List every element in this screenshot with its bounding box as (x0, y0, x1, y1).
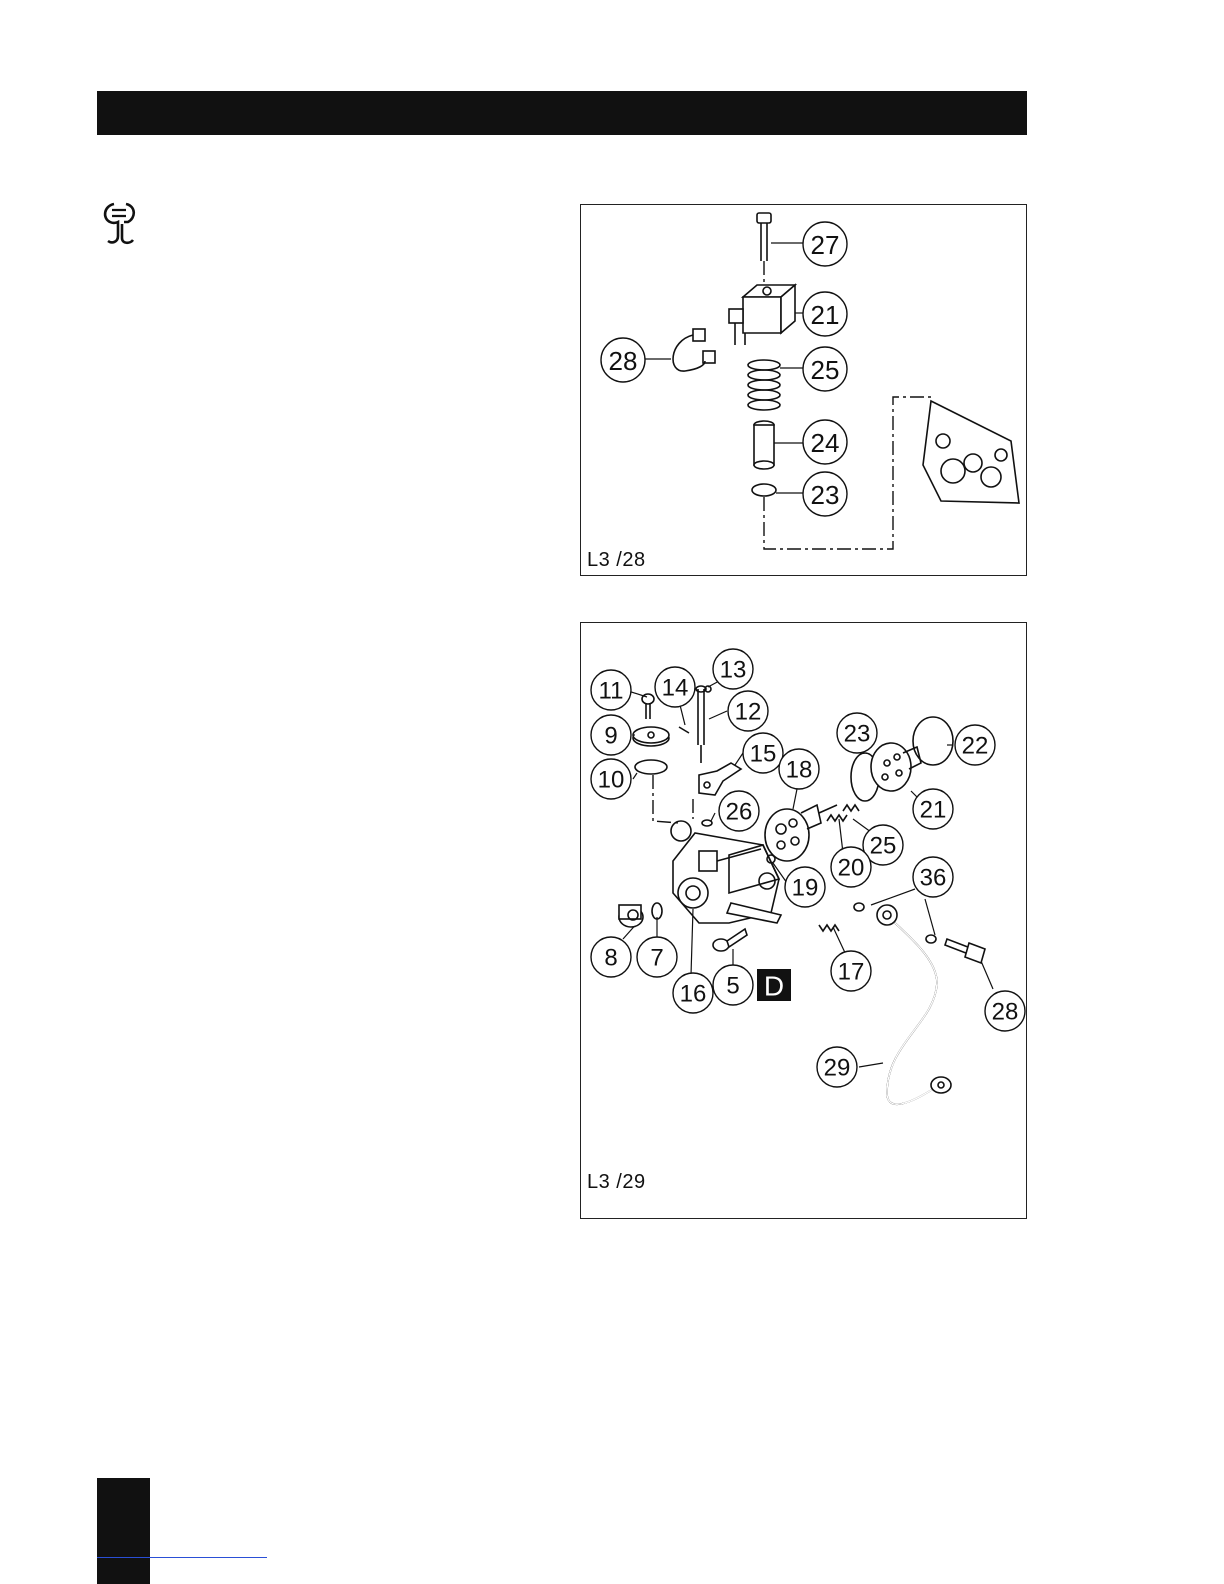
callout-27: 27 (803, 222, 847, 266)
solenoid-coil-part (729, 285, 795, 345)
callout-24: 24 (803, 420, 847, 464)
svg-text:16: 16 (680, 981, 707, 1008)
callout-21: 21 (913, 789, 953, 829)
callout-5: 5 (713, 965, 753, 1005)
figure-label: L3 /29 (587, 1171, 646, 1194)
svg-text:D: D (764, 971, 784, 1002)
figure-l3-29: 13 11 14 12 9 15 10 18 23 22 26 21 25 19… (580, 622, 1027, 1219)
callout-36: 36 (913, 857, 953, 897)
figure-label: L3 /28 (587, 549, 646, 572)
svg-text:19: 19 (792, 875, 819, 902)
svg-text:25: 25 (870, 833, 897, 860)
svg-text:15: 15 (750, 741, 777, 768)
callout-23: 23 (803, 472, 847, 516)
callout-21: 21 (803, 292, 847, 336)
callout-20: 20 (831, 847, 871, 887)
svg-text:18: 18 (786, 757, 813, 784)
spring-part (748, 360, 780, 410)
o-ring-part (752, 484, 776, 496)
svg-text:10: 10 (598, 767, 625, 794)
washer-part (702, 820, 712, 826)
svg-text:13: 13 (720, 657, 747, 684)
callout-19: 19 (785, 867, 825, 907)
fuel-pipe-part (854, 903, 985, 1104)
svg-text:20: 20 (838, 855, 865, 882)
callout-26: 26 (719, 791, 759, 831)
callout-11: 11 (591, 670, 631, 710)
svg-text:28: 28 (609, 346, 638, 376)
circlip-part (913, 717, 953, 765)
svg-text:14: 14 (662, 675, 689, 702)
badge-d: D (757, 969, 791, 1002)
svg-text:21: 21 (920, 797, 947, 824)
footer-link-underline[interactable] (97, 1557, 267, 1558)
svg-text:7: 7 (650, 945, 663, 972)
svg-text:17: 17 (838, 959, 865, 986)
svg-text:5: 5 (726, 973, 739, 1000)
callout-8: 8 (591, 937, 631, 977)
callout-17: 17 (831, 951, 871, 991)
svg-text:27: 27 (811, 230, 840, 260)
callout-22: 22 (955, 725, 995, 765)
svg-text:11: 11 (599, 678, 624, 705)
callout-18: 18 (779, 749, 819, 789)
cable-part (673, 329, 715, 371)
svg-text:12: 12 (735, 699, 762, 726)
callout-12: 12 (728, 691, 768, 731)
page-tab (97, 1478, 150, 1584)
figure-l3-28: 27 21 28 25 24 23 L3 /28 (580, 204, 1027, 576)
plug-part (619, 905, 643, 927)
callout-9: 9 (591, 715, 631, 755)
callout-7: 7 (637, 937, 677, 977)
bolt-part (757, 213, 771, 285)
header-bar (97, 91, 1027, 135)
seal-ring-part (652, 903, 662, 919)
callout-15: 15 (743, 733, 783, 773)
callout-28: 28 (985, 991, 1025, 1031)
service-wrench-icon (100, 200, 140, 246)
callout-16: 16 (673, 973, 713, 1013)
screw-part (642, 694, 654, 719)
svg-text:8: 8 (604, 945, 617, 972)
svg-text:21: 21 (811, 300, 840, 330)
svg-text:9: 9 (604, 723, 617, 750)
svg-text:29: 29 (824, 1055, 851, 1082)
plunger-part (754, 421, 774, 469)
callout-10: 10 (591, 759, 631, 799)
valve-body-part (923, 401, 1019, 503)
callout-25: 25 (803, 347, 847, 391)
svg-text:23: 23 (811, 480, 840, 510)
end-plate-part (871, 743, 921, 791)
callout-13: 13 (713, 649, 753, 689)
rotor-part (765, 805, 837, 861)
svg-text:23: 23 (844, 721, 871, 748)
callout-28: 28 (601, 338, 645, 382)
svg-text:36: 36 (920, 865, 947, 892)
svg-text:22: 22 (962, 733, 989, 760)
callout-14: 14 (655, 667, 695, 707)
callout-23: 23 (837, 713, 877, 753)
cover-cap-part (633, 727, 669, 746)
svg-text:25: 25 (811, 355, 840, 385)
svg-text:26: 26 (726, 799, 753, 826)
lever-part (699, 763, 741, 795)
svg-text:24: 24 (811, 428, 840, 458)
svg-text:28: 28 (992, 999, 1019, 1026)
callout-29: 29 (817, 1047, 857, 1087)
bolt-part (713, 929, 747, 951)
o-ring-part (635, 760, 667, 774)
